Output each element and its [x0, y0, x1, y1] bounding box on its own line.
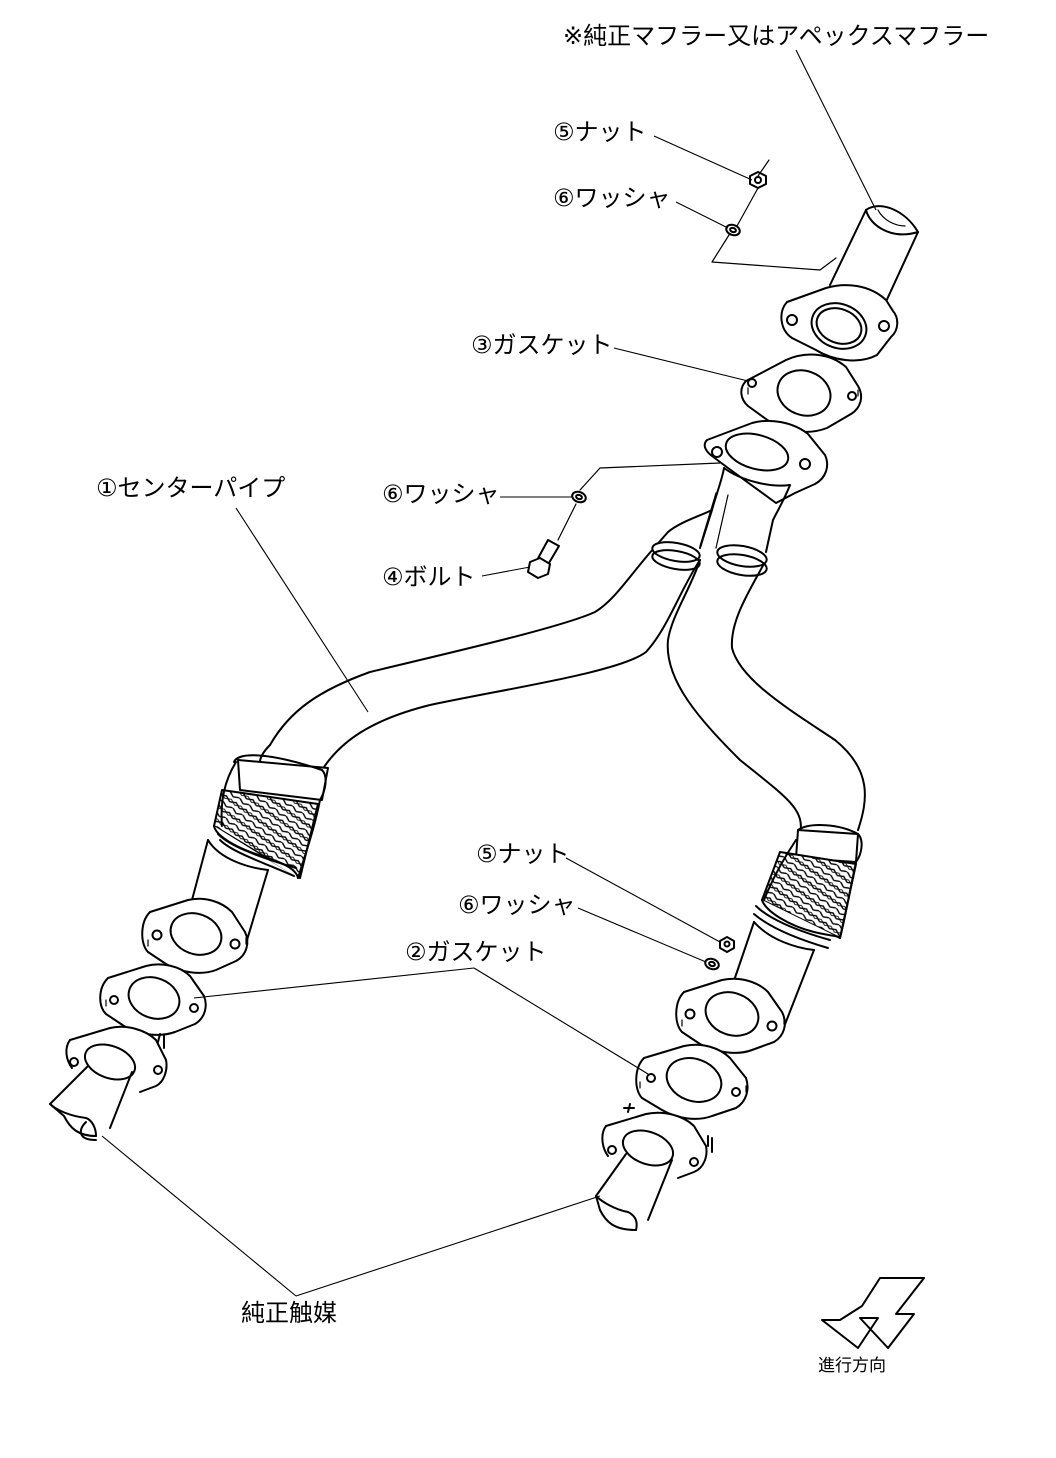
label-gasket-2: ②ガスケット: [405, 938, 547, 966]
leader-muffler: [796, 50, 876, 210]
leader-washer-bottom: [578, 908, 706, 962]
gasket-2-right: [636, 1045, 747, 1119]
label-washer-top: ⑥ワッシャ: [553, 184, 671, 212]
leader-lines: [102, 50, 876, 1296]
leader-washer-top: [676, 202, 728, 228]
leader-nut-top: [654, 136, 752, 180]
label-washer-mid: ⑥ワッシャ: [382, 480, 500, 508]
leader-catalyst-right: [296, 1196, 600, 1296]
label-washer-bottom: ⑥ワッシャ: [458, 891, 576, 919]
washer-mid: [571, 490, 588, 504]
gasket-2-left: [100, 964, 205, 1034]
center-pipe-left-branch: [260, 539, 701, 770]
bolt: [528, 540, 559, 578]
leader-gasket-2-left: [194, 968, 474, 998]
catalyst-right: [596, 1104, 712, 1230]
leader-bolt: [482, 567, 530, 576]
label-gasket-3: ③ガスケット: [471, 331, 613, 359]
y-pipe-collector: [654, 468, 790, 552]
label-catalyst: 純正触媒: [241, 1299, 337, 1327]
leader-gasket-2-right: [474, 968, 648, 1074]
label-direction: 進行方向: [818, 1356, 886, 1376]
flex-joint-left: [214, 755, 328, 878]
center-pipe-right-branch: [668, 542, 865, 835]
label-center-pipe: ①センターパイプ: [96, 474, 286, 502]
label-nut-top: ⑤ナット: [553, 118, 647, 146]
gasket-3: [741, 355, 861, 432]
muffler-flange: [781, 285, 897, 360]
leader-center-pipe: [236, 508, 368, 712]
washer-top: [725, 223, 742, 237]
label-bolt: ④ボルト: [382, 563, 476, 591]
center-pipe-right-flange: [676, 979, 785, 1053]
label-muffler-note: ※純正マフラー又はアペックスマフラー: [563, 22, 990, 50]
y-pipe-outlet-flange: [705, 421, 827, 503]
leader-catalyst-left: [102, 1136, 296, 1296]
nut-top: [750, 172, 766, 188]
direction-arrow-icon: [822, 1278, 924, 1348]
label-nut-bottom: ⑤ナット: [476, 840, 570, 868]
washer-bottom: [704, 957, 721, 971]
leader-nut-bottom: [566, 858, 720, 942]
muffler-inlet-pipe: [830, 206, 918, 306]
catalyst-left: [50, 1027, 167, 1140]
flex-joint-right: [754, 825, 862, 948]
center-pipe-left-flange: [142, 899, 247, 973]
leader-gasket-3: [614, 348, 748, 381]
nut-bottom: [720, 937, 734, 952]
